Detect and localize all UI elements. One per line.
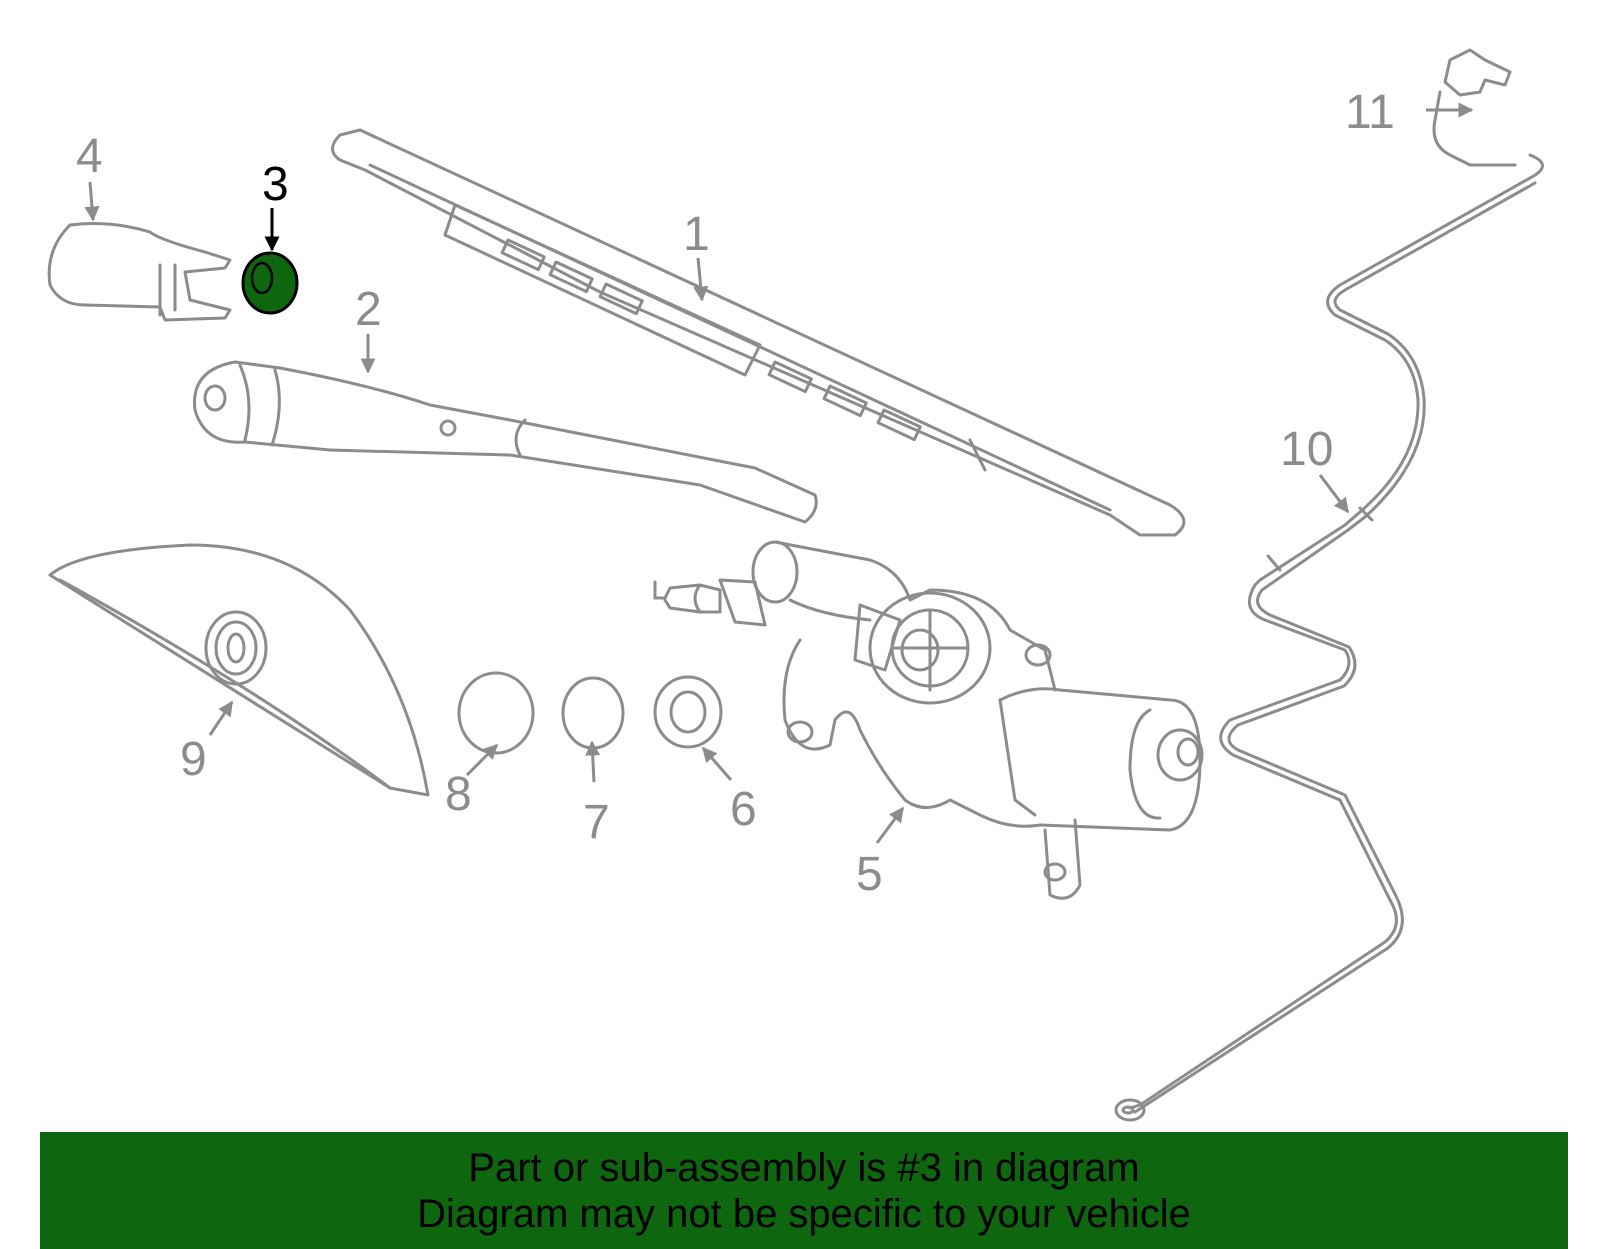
- banner-line-2: Diagram may not be specific to your vehi…: [417, 1191, 1191, 1236]
- washer-hose-part: [1114, 48, 1544, 1122]
- callout-10: 10: [1280, 423, 1333, 476]
- wiper-blade-part: [331, 128, 1186, 537]
- seal-7-part: [561, 676, 625, 750]
- seal-8-part: [457, 671, 535, 755]
- washer-6-part: [653, 675, 723, 749]
- callout-7: 7: [583, 796, 610, 849]
- callout-11: 11: [1345, 86, 1395, 139]
- callout-8: 8: [445, 768, 472, 821]
- callout-1: 1: [683, 208, 710, 261]
- callout-9: 9: [180, 733, 207, 786]
- banner-line-1: Part or sub-assembly is #3 in diagram: [468, 1145, 1140, 1190]
- wiper-motor-part: [653, 540, 1204, 900]
- wiper-arm-part: [193, 360, 818, 524]
- callout-3-highlighted: 3: [262, 158, 289, 211]
- highlighted-nut-part: [241, 251, 299, 315]
- callout-5: 5: [856, 848, 883, 901]
- callout-4: 4: [76, 130, 103, 183]
- callout-6: 6: [730, 783, 757, 836]
- arm-cap-part: [47, 222, 232, 322]
- leader-lines: [84, 102, 1474, 844]
- callout-2: 2: [355, 283, 382, 336]
- info-banner: Part or sub-assembly is #3 in diagram Di…: [40, 1132, 1568, 1249]
- cover-part: [48, 543, 430, 797]
